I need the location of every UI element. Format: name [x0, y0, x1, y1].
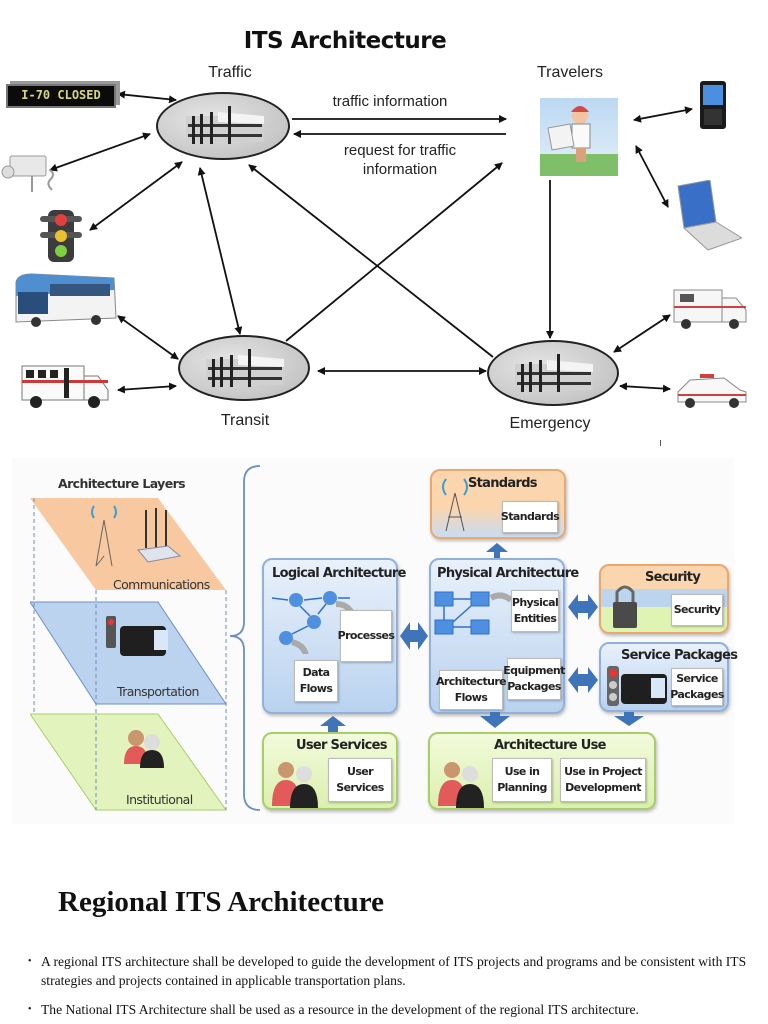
use-in-planning-card: Use in Planning	[492, 758, 552, 802]
building-icon	[515, 354, 593, 392]
architecture-layers-graphic	[30, 498, 227, 811]
arrow-physical-standards	[486, 543, 508, 558]
arrow-emergency-traffic	[248, 164, 494, 358]
node-label-transit: Transit	[220, 412, 270, 429]
emergency-center-node	[487, 340, 619, 406]
arrow-logical-physical	[400, 622, 428, 650]
architecture-flows-card: Architecture Flows	[436, 670, 507, 710]
standards-title: Standards	[468, 476, 538, 491]
service-packages-box: Service Packages Service Packages	[599, 642, 738, 712]
flow-label-traffic-information: traffic information	[332, 93, 448, 110]
transit-bus-icon	[106, 616, 168, 656]
node-label-traffic: Traffic	[208, 64, 252, 81]
traffic-camera-icon	[1, 155, 54, 192]
entity-network-icon	[434, 591, 513, 635]
arrow-bus	[117, 315, 179, 360]
radio-tower-icon	[442, 478, 468, 532]
mobile-phone-icon	[700, 81, 726, 129]
layers-title: Architecture Layers	[58, 476, 186, 491]
police-car-icon	[677, 374, 747, 408]
bullet-icon: •	[28, 1004, 32, 1015]
user-services-box: User Services User Services	[262, 732, 398, 810]
security-box: Security Security	[599, 564, 729, 634]
layer-label-transportation: Transportation	[117, 684, 199, 699]
paratransit-van-icon	[21, 365, 109, 408]
physical-architecture-box: Physical Architecture Physical Entities …	[429, 558, 579, 714]
radio-tower-icon	[91, 505, 117, 567]
architecture-use-title: Architecture Use	[494, 738, 606, 753]
standards-card: Standards	[501, 501, 560, 533]
process-network-icon	[271, 591, 357, 654]
bus-signal-icon	[607, 666, 667, 706]
bullet-item: • The National ITS Architecture shall be…	[28, 1002, 639, 1017]
standards-box: Standards Standards	[430, 469, 566, 539]
user-services-title: User Services	[296, 738, 387, 753]
bus-icon	[15, 273, 117, 327]
physical-architecture-title: Physical Architecture	[437, 566, 579, 581]
logical-architecture-title: Logical Architecture	[272, 566, 406, 581]
arrow-physical-security	[568, 594, 598, 620]
connection-arrows	[49, 90, 693, 394]
service-packages-card: Service Packages	[670, 668, 724, 706]
security-card: Security	[671, 594, 723, 626]
architecture-use-box: Architecture Use Use in Planning Use in …	[428, 732, 656, 810]
equipment-packages-card: Equipment Packages	[503, 658, 565, 700]
arrow-camera	[49, 132, 151, 172]
arrow-traffic-light	[89, 161, 183, 231]
arrow-laptop	[635, 145, 669, 208]
arrow-transit-travelers	[285, 162, 503, 342]
layer-label-communications: Communications	[113, 577, 210, 592]
arrow-traffic-transit	[197, 167, 243, 335]
arrow-van	[117, 382, 177, 394]
variable-message-sign: I-70 CLOSED	[6, 84, 116, 108]
arrow-phone	[633, 106, 693, 123]
arrow-user-services-logical	[320, 716, 346, 732]
padlock-icon	[613, 585, 637, 628]
arrow-ambulance	[613, 314, 671, 353]
people-icon	[124, 730, 164, 768]
building-icon	[206, 349, 284, 387]
logical-architecture-box: Logical Architecture Processes Data Flow…	[262, 558, 406, 714]
service-packages-title: Service Packages	[621, 648, 738, 663]
arrow-physical-use	[480, 712, 510, 728]
arrow-police	[619, 382, 671, 393]
curly-brace	[229, 465, 261, 811]
flow-label-request-information: request for traffic information	[343, 142, 457, 178]
bullet-item: • A regional ITS architecture shall be d…	[28, 954, 747, 988]
arrow-sign	[117, 90, 177, 104]
diagram-title: ITS Architecture	[243, 28, 447, 54]
traveler-icon	[540, 98, 618, 176]
bullet-icon: •	[28, 956, 32, 967]
user-services-card: User Services	[328, 758, 392, 802]
layer-label-institutional: Institutional	[126, 792, 193, 807]
traffic-light-icon	[40, 210, 82, 262]
traffic-center-node	[156, 92, 290, 160]
laptop-icon	[677, 180, 742, 251]
building-icon	[186, 106, 264, 144]
node-label-emergency: Emergency	[509, 415, 591, 432]
security-title: Security	[645, 570, 701, 585]
ambulance-icon	[673, 289, 747, 329]
framework-arrows	[320, 543, 644, 732]
arrow-service-packages-use	[614, 712, 644, 726]
people-icon	[272, 762, 318, 808]
people-icon	[438, 762, 484, 808]
router-icon	[137, 508, 182, 563]
use-in-project-development-card: Use in Project Development	[560, 758, 646, 802]
data-flows-card: Data Flows	[294, 660, 338, 702]
section-heading: Regional ITS Architecture	[58, 886, 384, 918]
transit-center-node	[178, 335, 310, 401]
node-label-travelers: Travelers	[536, 64, 604, 81]
physical-entities-card: Physical Entities	[511, 590, 559, 632]
arrow-physical-service-packages	[568, 667, 598, 693]
processes-card: Processes	[338, 610, 395, 662]
stray-mark	[660, 440, 661, 446]
